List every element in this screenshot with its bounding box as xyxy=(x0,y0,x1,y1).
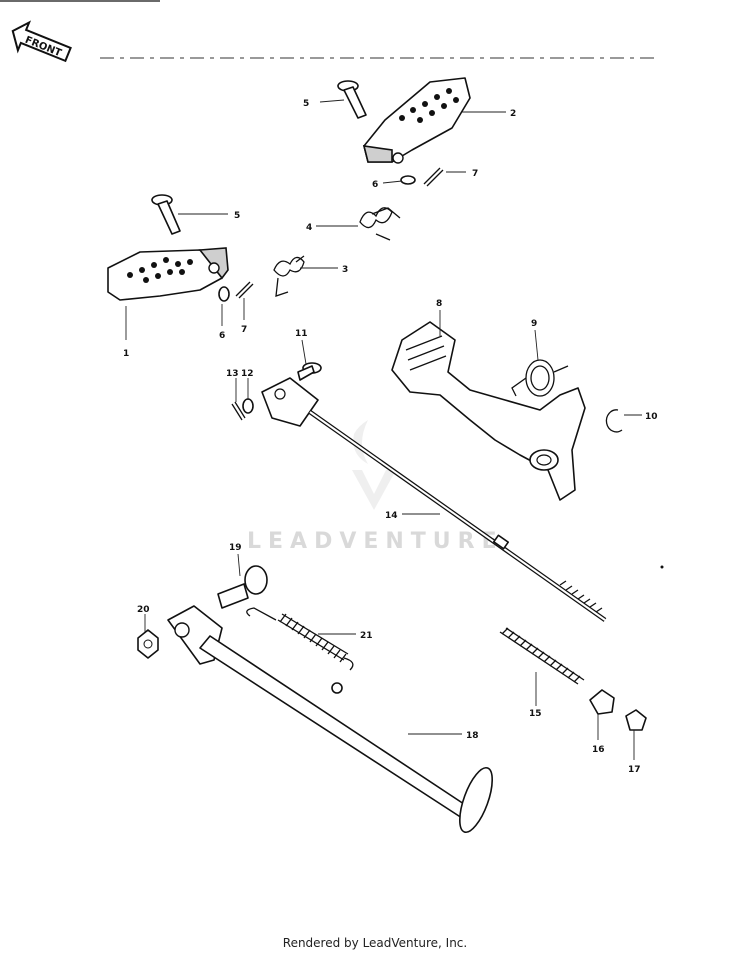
stand-nut xyxy=(137,629,159,659)
callout-6-upper: 6 xyxy=(372,180,378,190)
brake-rod xyxy=(261,377,607,622)
callout-21: 21 xyxy=(360,631,373,641)
cotter-pin-upper xyxy=(423,167,444,187)
clevis-pin xyxy=(297,362,322,381)
callout-1: 1 xyxy=(123,349,129,359)
washer-lower xyxy=(218,286,230,302)
return-spring-upper xyxy=(359,207,401,241)
adjusting-nut xyxy=(625,709,647,731)
brake-pedal xyxy=(391,321,586,501)
callout-13: 13 xyxy=(226,369,239,379)
callout-2: 2 xyxy=(510,109,516,119)
callout-12: 12 xyxy=(241,369,254,379)
callout-17: 17 xyxy=(628,765,641,775)
callout-16: 16 xyxy=(592,745,605,755)
washer-upper xyxy=(400,175,416,185)
callout-4: 4 xyxy=(306,223,312,233)
watermark-logo xyxy=(352,420,396,510)
pin-upper xyxy=(337,80,367,119)
stand-spring xyxy=(246,607,354,671)
footpeg-lower xyxy=(107,247,229,301)
cotter-pin-lower xyxy=(235,281,254,299)
callout-9: 9 xyxy=(531,319,537,329)
stray-dot xyxy=(660,565,664,569)
stand-bolt xyxy=(217,565,268,609)
rod-washer xyxy=(242,398,254,414)
return-spring-lower xyxy=(273,255,305,297)
watermark-text: LEADVENTURE xyxy=(247,529,504,554)
rod-joint xyxy=(589,689,615,715)
front-arrow-icon: FRONT xyxy=(11,20,72,63)
side-stand xyxy=(167,605,493,834)
callout-18: 18 xyxy=(466,731,479,741)
footpeg-upper xyxy=(362,77,471,164)
callout-3: 3 xyxy=(342,265,348,275)
footer-credit: Rendered by LeadVenture, Inc. xyxy=(282,936,468,950)
callout-5-lower: 5 xyxy=(234,211,240,221)
callout-11: 11 xyxy=(295,329,308,339)
callout-8: 8 xyxy=(436,299,442,309)
callout-10: 10 xyxy=(645,412,658,422)
callout-leaders xyxy=(125,99,642,760)
pedal-return-spring xyxy=(511,359,569,397)
callout-14: 14 xyxy=(385,511,398,521)
pin-lower xyxy=(151,194,181,235)
callout-5-upper: 5 xyxy=(303,99,309,109)
callout-20: 20 xyxy=(137,605,150,615)
callout-6-lower: 6 xyxy=(219,331,225,341)
callout-7-upper: 7 xyxy=(472,169,478,179)
callout-15: 15 xyxy=(529,709,542,719)
rod-cotter-pin xyxy=(231,401,246,421)
circlip xyxy=(605,409,623,433)
callout-19: 19 xyxy=(229,543,242,553)
rod-spring xyxy=(499,627,585,685)
callout-7-lower: 7 xyxy=(241,325,247,335)
